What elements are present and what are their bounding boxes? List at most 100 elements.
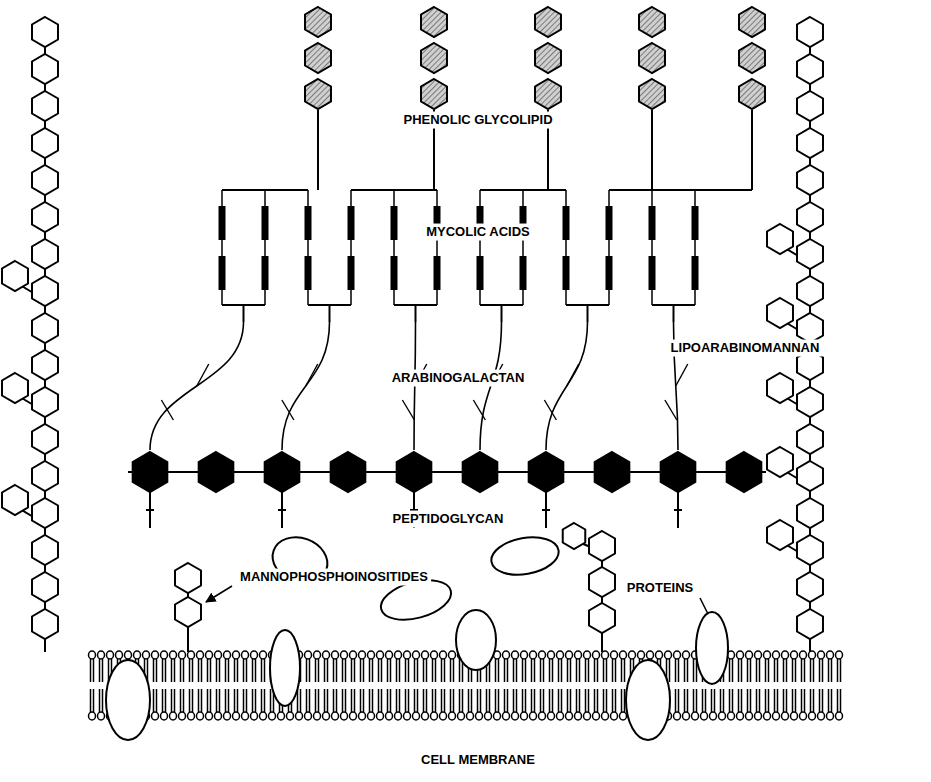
lipid-tail: [756, 689, 758, 712]
lipid-tail: [612, 659, 614, 682]
arabinogalactan-branch: [161, 400, 173, 420]
lipid-head: [602, 651, 609, 659]
phenolic-glycolipid-sugar: [535, 7, 561, 37]
peptidoglycan-unit: [463, 452, 498, 492]
lipid-tail: [300, 689, 302, 712]
lipid-tail: [615, 689, 617, 712]
lipid-tail: [783, 659, 785, 682]
part-label: MANNOPHOSPHOINOSITIDES: [237, 569, 431, 586]
mannose-hexagon: [563, 523, 586, 549]
lipid-tail: [165, 659, 167, 682]
lipid-head: [404, 651, 411, 659]
lipid-head: [170, 712, 177, 720]
lipid-head: [260, 712, 267, 720]
lipid-tail: [426, 689, 428, 712]
lipid-tail: [180, 689, 182, 712]
lipid-tail: [837, 689, 839, 712]
lipid-head: [449, 712, 456, 720]
arabinogalactan-chain: [546, 322, 588, 450]
arabinogalactan-branch: [282, 400, 294, 420]
lipid-head: [827, 651, 834, 659]
arabinomannan-hexagon: [32, 424, 58, 454]
arabinomannan-hexagon: [32, 91, 58, 121]
lipid-tail: [792, 659, 794, 682]
lipid-tail: [477, 689, 479, 712]
lipid-tail: [768, 689, 770, 712]
lipid-tail: [234, 689, 236, 712]
lipid-head: [332, 651, 339, 659]
lipid-tail: [570, 659, 572, 682]
lipid-tail: [162, 659, 164, 682]
lipid-head: [242, 651, 249, 659]
lipid-tail: [507, 689, 509, 712]
mycolic-acid-chain: [348, 256, 355, 290]
lipid-tail: [342, 659, 344, 682]
lipid-head: [602, 712, 609, 720]
arabinomannan-hexagon: [32, 535, 58, 565]
arabinomannan-hexagon: [32, 572, 58, 602]
lipid-tail: [561, 689, 563, 712]
lipid-tail: [597, 689, 599, 712]
lipid-tail: [306, 689, 308, 712]
lipid-head: [278, 712, 285, 720]
lipid-tail: [675, 659, 677, 682]
lipid-tail: [585, 689, 587, 712]
lipid-tail: [570, 689, 572, 712]
mycolic-acid-chain: [649, 256, 656, 290]
lipid-tail: [378, 689, 380, 712]
lipid-tail: [369, 689, 371, 712]
lipid-tail: [606, 689, 608, 712]
lipid-tail: [813, 659, 815, 682]
lipid-tail: [351, 659, 353, 682]
phenolic-glycolipid-sugar: [535, 79, 561, 109]
lipid-tail: [747, 689, 749, 712]
arabinomannan-hexagon: [32, 202, 58, 232]
lipid-head: [143, 651, 150, 659]
lipid-head: [557, 712, 564, 720]
lipid-tail: [738, 689, 740, 712]
mycolic-acid-chain: [348, 206, 355, 240]
lipid-tail: [90, 689, 92, 712]
lipid-head: [467, 712, 474, 720]
lipid-tail: [504, 689, 506, 712]
peptidoglycan-unit: [265, 452, 300, 492]
lipid-head: [287, 712, 294, 720]
lipid-tail: [597, 659, 599, 682]
lipid-tail: [543, 689, 545, 712]
bond-line: [329, 305, 331, 322]
arabinomannan-hexagon: [797, 572, 823, 602]
lipid-head: [530, 712, 537, 720]
lipid-tail: [468, 689, 470, 712]
lipid-tail: [696, 689, 698, 712]
lipid-head: [665, 651, 672, 659]
lipid-tail: [102, 659, 104, 682]
arabinogalactan-branch: [473, 400, 485, 420]
arabinomannan-hexagon: [32, 313, 58, 343]
lipid-tail: [774, 689, 776, 712]
lipid-tail: [345, 689, 347, 712]
phenolic-glycolipid-sugar: [305, 79, 331, 109]
bond-line: [542, 509, 550, 511]
lipid-tail: [264, 689, 266, 712]
lipid-tail: [516, 689, 518, 712]
peptidoglycan-unit: [331, 452, 366, 492]
bond-line: [317, 110, 319, 190]
lipid-head: [98, 712, 105, 720]
part-label: PROTEINS: [624, 580, 696, 597]
lipid-head: [539, 651, 546, 659]
lipid-tail: [318, 689, 320, 712]
lipid-tail: [246, 659, 248, 682]
peptidoglycan-unit: [727, 452, 762, 492]
lipid-tail: [540, 659, 542, 682]
lipid-tail: [165, 689, 167, 712]
mannose-hexagon: [175, 597, 201, 627]
lipid-head: [701, 712, 708, 720]
lipid-head: [782, 651, 789, 659]
lipid-tail: [318, 659, 320, 682]
bond-line: [501, 305, 503, 322]
lipid-tail: [408, 689, 410, 712]
lipid-tail: [156, 659, 158, 682]
lipid-tail: [255, 689, 257, 712]
lipid-tail: [192, 659, 194, 682]
lipid-tail: [390, 659, 392, 682]
